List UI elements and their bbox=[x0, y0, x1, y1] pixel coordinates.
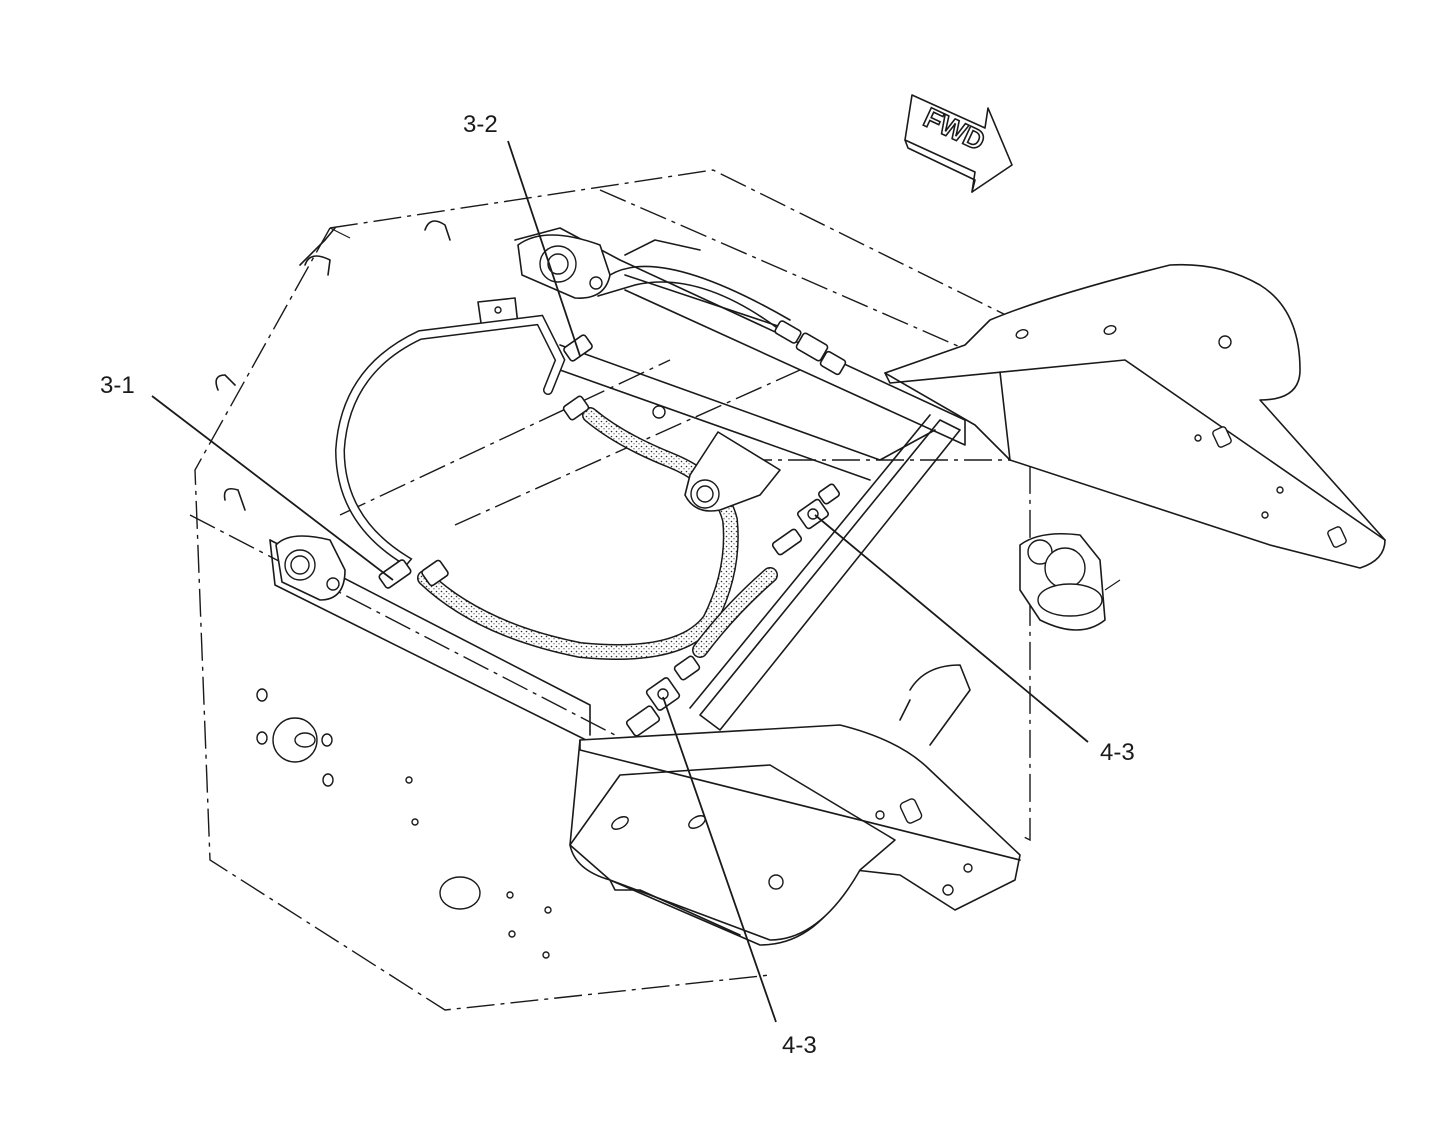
pulley-bracket bbox=[1019, 532, 1121, 631]
callout-labels: 3-1 3-2 4-3 4-3 bbox=[100, 111, 1135, 1059]
fittings bbox=[378, 320, 847, 737]
centre-rail bbox=[689, 414, 961, 731]
forward-arrow-icon: FWD bbox=[904, 94, 1013, 193]
leader-3-2 bbox=[507, 140, 581, 357]
leader-4-3-right bbox=[814, 514, 1089, 743]
centre-mount-plate bbox=[684, 431, 781, 512]
leader-3-1 bbox=[151, 395, 394, 581]
right-arm-plate bbox=[884, 263, 1386, 569]
callout-3-1: 3-1 bbox=[100, 372, 135, 399]
side-holes bbox=[215, 220, 552, 959]
left-side-panel bbox=[269, 535, 591, 743]
hydraulic-hose bbox=[417, 407, 778, 660]
steel-tube bbox=[334, 265, 791, 583]
callout-4-3-bottom: 4-3 bbox=[782, 1032, 817, 1059]
callout-3-2: 3-2 bbox=[463, 111, 498, 138]
leader-lines bbox=[151, 140, 1089, 1023]
leader-4-3-bottom bbox=[662, 696, 777, 1023]
lower-bracket-plate bbox=[569, 664, 1021, 946]
callout-4-3-right: 4-3 bbox=[1100, 739, 1135, 766]
